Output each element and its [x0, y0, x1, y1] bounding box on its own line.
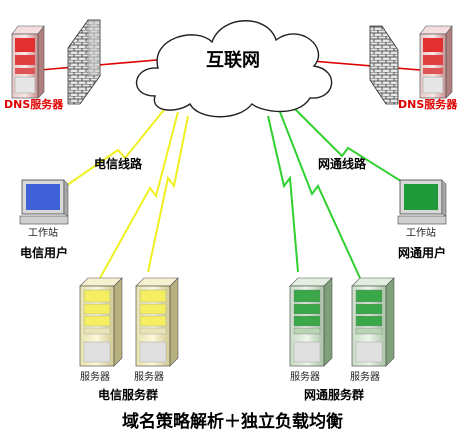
unicom-server-2: 服务器: [350, 277, 395, 383]
unicom-server-1-label: 服务器: [290, 370, 320, 383]
firewall-left: [67, 19, 101, 105]
unicom-server-2-label: 服务器: [350, 370, 380, 383]
telecom-server-2: 服务器: [134, 277, 179, 383]
dns-right-label: DNS服务器: [398, 97, 458, 111]
telecom-cluster-label: 电信服务群: [98, 387, 158, 402]
workstation-right-label: 工作站: [406, 226, 436, 239]
internet-cloud: 互联网: [135, 20, 333, 118]
unicom-links: [267, 105, 413, 279]
telecom-server-1-label: 服务器: [80, 370, 110, 383]
workstation-left: 工作站 电信用户: [19, 179, 69, 260]
workstation-left-user: 电信用户: [20, 245, 68, 260]
telecom-links: [59, 104, 189, 279]
dns-server-left: DNS服务器: [4, 25, 64, 111]
telecom-link-label: 电信线路: [94, 156, 143, 171]
workstation-right-user: 网通用户: [398, 245, 446, 260]
dns-left-label: DNS服务器: [4, 97, 64, 111]
workstation-left-label: 工作站: [28, 226, 58, 239]
unicom-cluster-label: 网通服务群: [304, 387, 364, 402]
diagram-caption: 域名策略解析＋独立负载均衡: [122, 411, 343, 432]
unicom-link-label: 网通线路: [318, 156, 367, 171]
firewall-right: [369, 25, 399, 105]
cloud-label: 互联网: [206, 50, 260, 71]
dns-server-right: DNS服务器: [398, 25, 458, 111]
workstation-right: 工作站 网通用户: [397, 179, 447, 260]
telecom-server-1: 服务器: [79, 277, 123, 383]
unicom-server-1: 服务器: [289, 277, 333, 383]
telecom-server-2-label: 服务器: [134, 370, 164, 383]
